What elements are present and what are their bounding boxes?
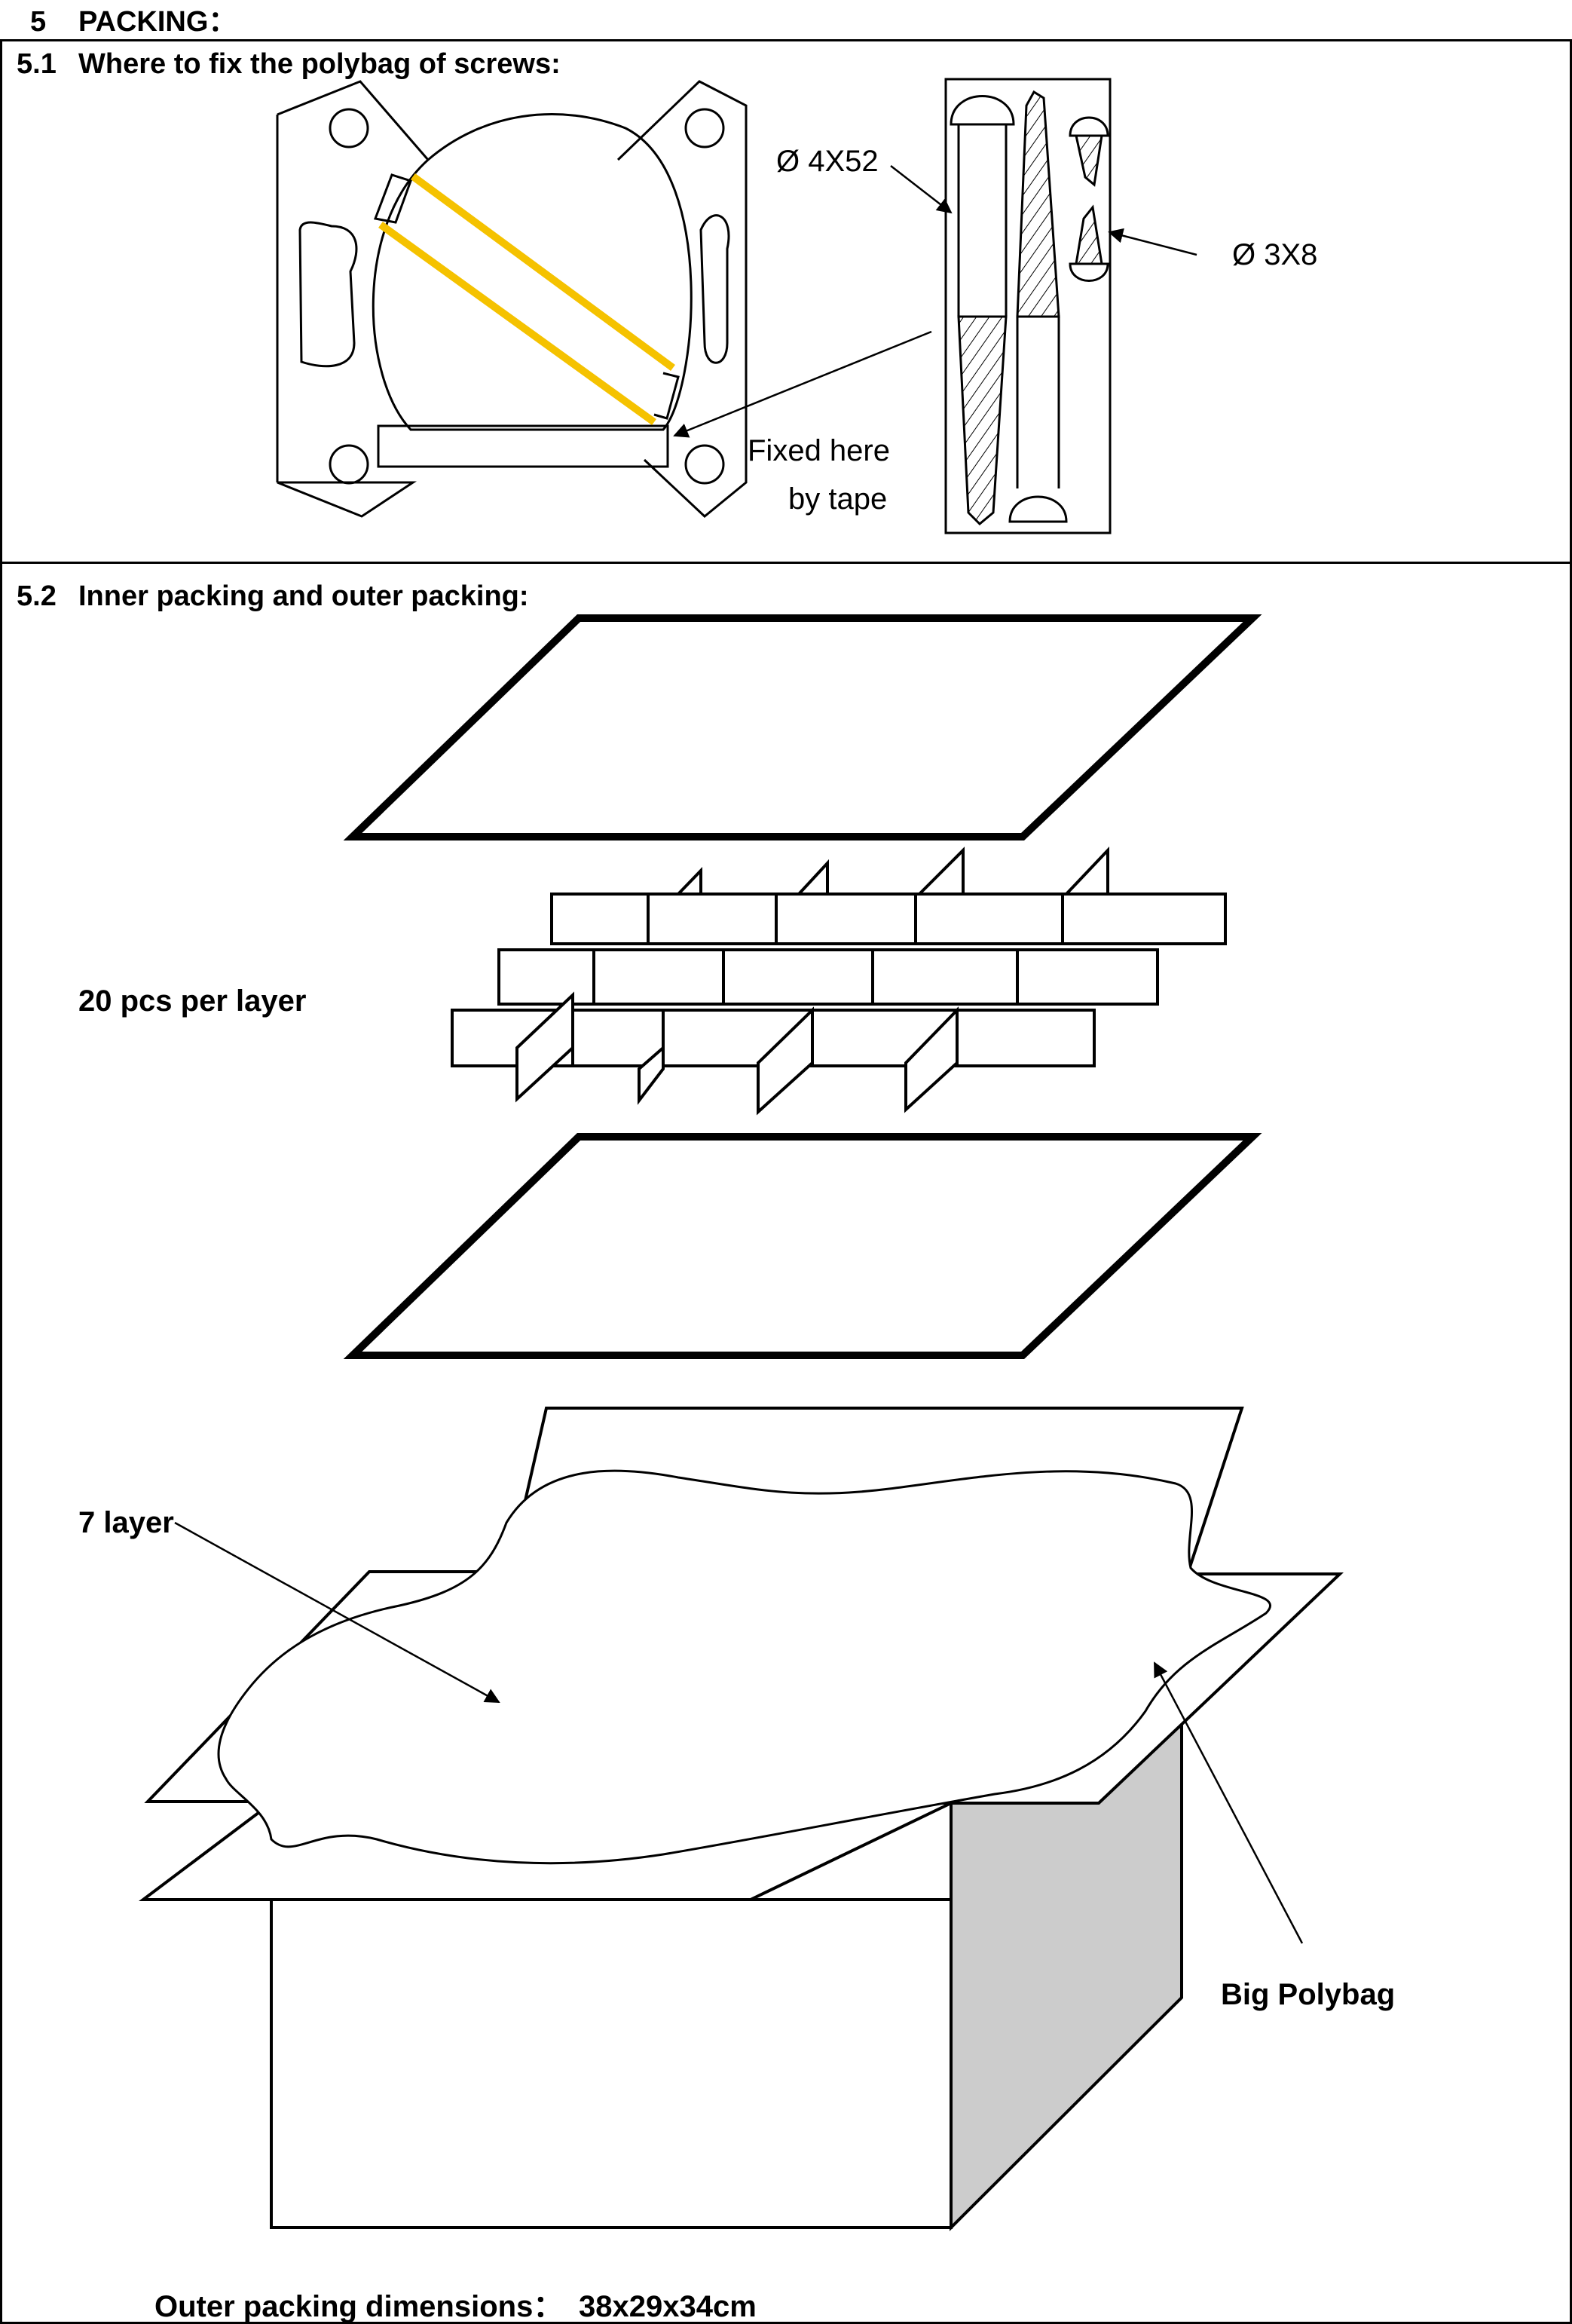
top-divider-sheet <box>343 614 1262 840</box>
product-mount-plate <box>276 80 748 518</box>
partition-grid <box>451 846 1227 1116</box>
tape-note-line1: Fixed here <box>748 434 890 467</box>
outer-dims-label: Outer packing dimensions： <box>154 2290 564 2323</box>
subsection-5-2-number: 5.2 <box>17 580 57 612</box>
screw-small-label: Ø 3X8 <box>1232 238 1318 271</box>
subsection-5-2-title: Inner packing and outer packing: <box>78 580 529 612</box>
section-title: PACKING： <box>78 6 237 38</box>
subsection-5-1-title: Where to fix the polybag of screws: <box>78 48 561 80</box>
big-polybag-label: Big Polybag <box>1221 1978 1396 2011</box>
screw-polybag <box>944 78 1112 534</box>
callout-arrows-5-2 <box>174 1521 1304 1944</box>
subsection-5-1-number: 5.1 <box>17 48 57 80</box>
tape-strips <box>378 173 675 426</box>
bottom-divider-sheet <box>343 1133 1262 1359</box>
per-layer-label: 20 pcs per layer <box>78 984 307 1018</box>
screw-large-label: Ø 4X52 <box>776 145 879 178</box>
tape-note-line2: by tape <box>788 482 888 516</box>
section-number: 5 <box>30 6 47 38</box>
layers-label: 7 layer <box>78 1506 174 1539</box>
big-polybag <box>217 1469 1271 1865</box>
section-5-2-frame <box>0 562 1572 2324</box>
outer-dims-value: 38x29x34cm <box>579 2290 757 2323</box>
callout-arrows-5-1 <box>673 165 1197 438</box>
